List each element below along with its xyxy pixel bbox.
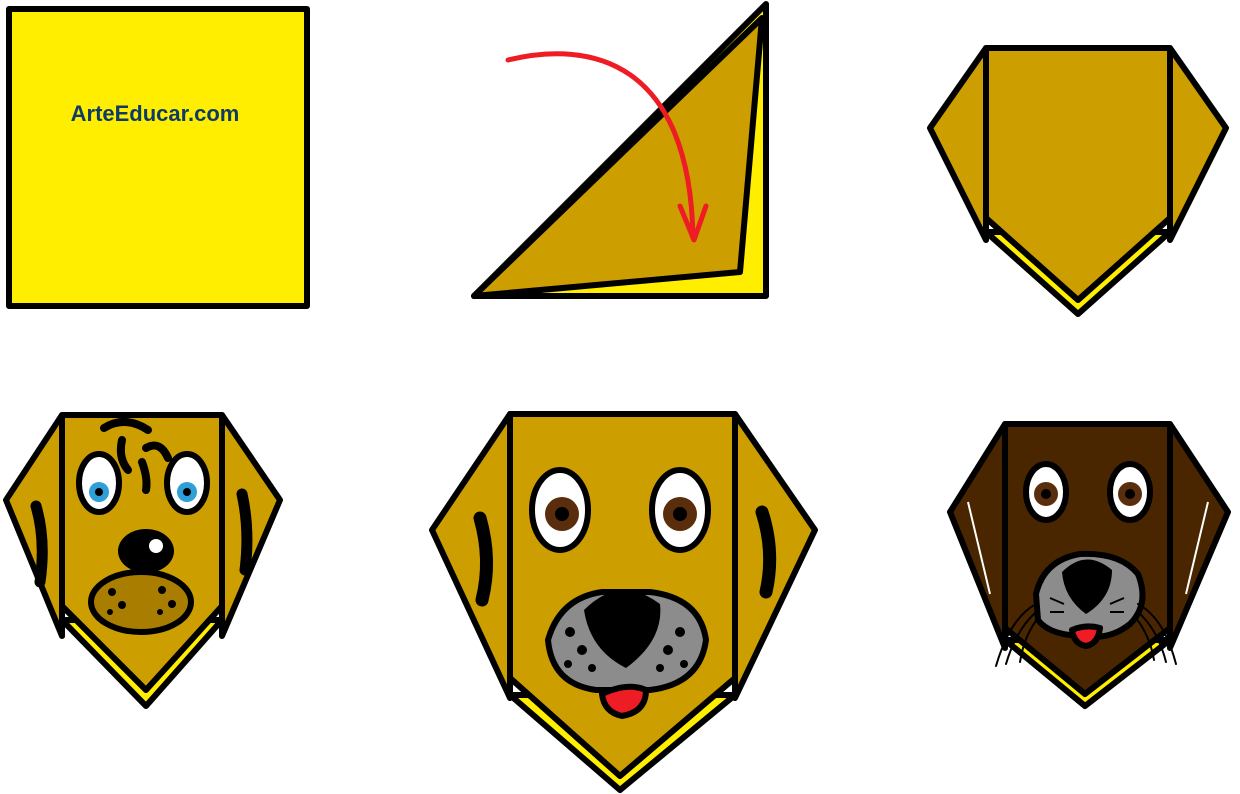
right-eye xyxy=(652,470,708,550)
nose xyxy=(118,529,174,573)
tongue xyxy=(602,687,646,716)
eye-pupil xyxy=(673,507,687,521)
step-5-face-big-muzzle xyxy=(432,414,815,790)
left-ear xyxy=(432,414,510,698)
left-ear xyxy=(6,415,62,636)
nose-highlight xyxy=(149,539,163,553)
left-eye xyxy=(79,454,119,512)
left-ear xyxy=(930,48,986,240)
muzzle xyxy=(91,572,191,632)
right-ear-spot xyxy=(242,494,247,570)
step-4-face-spotted xyxy=(6,415,280,706)
left-eye xyxy=(1026,464,1066,520)
tongue xyxy=(1072,626,1100,646)
step-6-face-brown-whiskers xyxy=(950,424,1228,706)
right-eye xyxy=(1110,464,1150,520)
left-ear xyxy=(950,424,1005,648)
brand-watermark: ArteEducar.com xyxy=(71,101,240,126)
eye-pupil xyxy=(183,488,191,496)
paper-square xyxy=(9,9,307,306)
left-ear-spot xyxy=(480,518,487,600)
step-2-diagonal-fold xyxy=(474,4,766,296)
left-eye xyxy=(532,470,588,550)
left-ear-spot xyxy=(36,506,42,582)
right-ear-spot xyxy=(762,512,770,592)
step-1-square-paper: ArteEducar.com xyxy=(9,9,307,306)
right-eye xyxy=(167,454,207,512)
step-3-ears-folded xyxy=(930,48,1226,314)
head-body xyxy=(986,48,1170,300)
eye-pupil xyxy=(1041,489,1051,499)
eye-pupil xyxy=(1125,489,1135,499)
eye-pupil xyxy=(555,507,569,521)
eye-pupil xyxy=(95,488,103,496)
right-ear xyxy=(1170,48,1226,240)
